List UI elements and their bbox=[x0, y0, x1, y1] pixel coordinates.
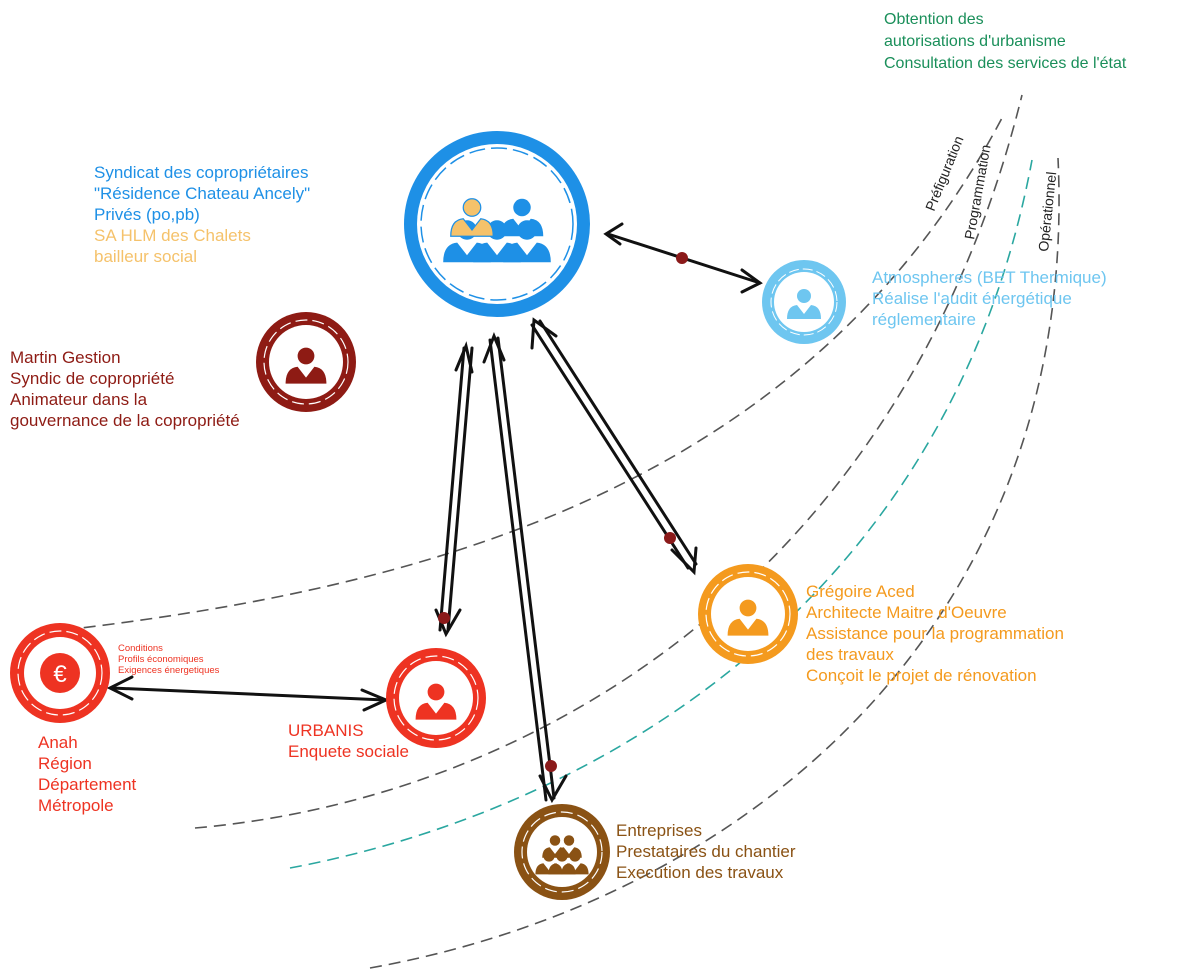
urbanis-node bbox=[386, 648, 486, 748]
gregoire-node bbox=[698, 564, 798, 664]
anah-label: Anah Région Département Métropole bbox=[38, 733, 137, 815]
arrowhead bbox=[454, 341, 474, 374]
teal-arc bbox=[289, 159, 1033, 869]
arrow-syndicat-entreprises-b bbox=[496, 336, 556, 800]
relation-arrows bbox=[106, 222, 763, 804]
autorisations-label: Obtention des autorisations d'urbanisme … bbox=[884, 11, 1127, 72]
urbanis-label: URBANIS Enquete sociale bbox=[288, 721, 409, 761]
arrowhead bbox=[603, 222, 624, 246]
arrowhead bbox=[482, 331, 506, 364]
arrow-syndicat-gregoire-a bbox=[530, 323, 690, 570]
arrow-urbanis-anah bbox=[110, 686, 388, 702]
arrowhead bbox=[360, 688, 390, 712]
atmospheres-node bbox=[762, 260, 846, 344]
phase-label-programmation: Programmation bbox=[961, 143, 993, 240]
anah-arrow-notes: Conditions Profils économiques Exigences… bbox=[118, 643, 220, 676]
arrowhead bbox=[740, 268, 763, 294]
euro-icon: € bbox=[53, 661, 67, 688]
arrow-syndicat-gregoire-b bbox=[538, 319, 698, 566]
arrow-syndicat-urbanis-a bbox=[438, 346, 466, 632]
phase-arcs bbox=[64, 94, 1060, 969]
arrowhead bbox=[538, 774, 568, 804]
arrowhead bbox=[670, 546, 698, 576]
entreprises-label: Entreprises Prestataires du chantier Exe… bbox=[616, 821, 796, 882]
programmation-arc bbox=[194, 94, 1023, 829]
prefiguration-arc bbox=[64, 117, 1003, 631]
operationnel-arc bbox=[369, 157, 1060, 969]
arrow-syndicat-entreprises-a bbox=[488, 338, 548, 802]
entreprises-node bbox=[514, 804, 610, 900]
phase-label-prefiguration: Préfiguration bbox=[922, 134, 967, 214]
syndicat-node bbox=[404, 131, 590, 317]
arrowhead bbox=[530, 317, 558, 350]
syndicat-label: Syndicat des copropriétaires "Résidence … bbox=[94, 163, 311, 266]
gregoire-label: Grégoire Aced Architecte Maitre d'Oeuvre… bbox=[806, 582, 1064, 685]
atmospheres-label: Atmospheres (BET Thermique) Réalise l'au… bbox=[872, 268, 1107, 329]
arrow-syndicat-urbanis-b bbox=[446, 346, 474, 632]
phase-label-operationnel: Opérationnel bbox=[1035, 171, 1059, 252]
martin-label: Martin Gestion Syndic de copropriété Ani… bbox=[10, 348, 240, 430]
anah-node: € bbox=[10, 623, 110, 723]
arrow-dots bbox=[438, 252, 688, 772]
arrowhead bbox=[106, 675, 134, 701]
martin-node bbox=[256, 312, 356, 412]
